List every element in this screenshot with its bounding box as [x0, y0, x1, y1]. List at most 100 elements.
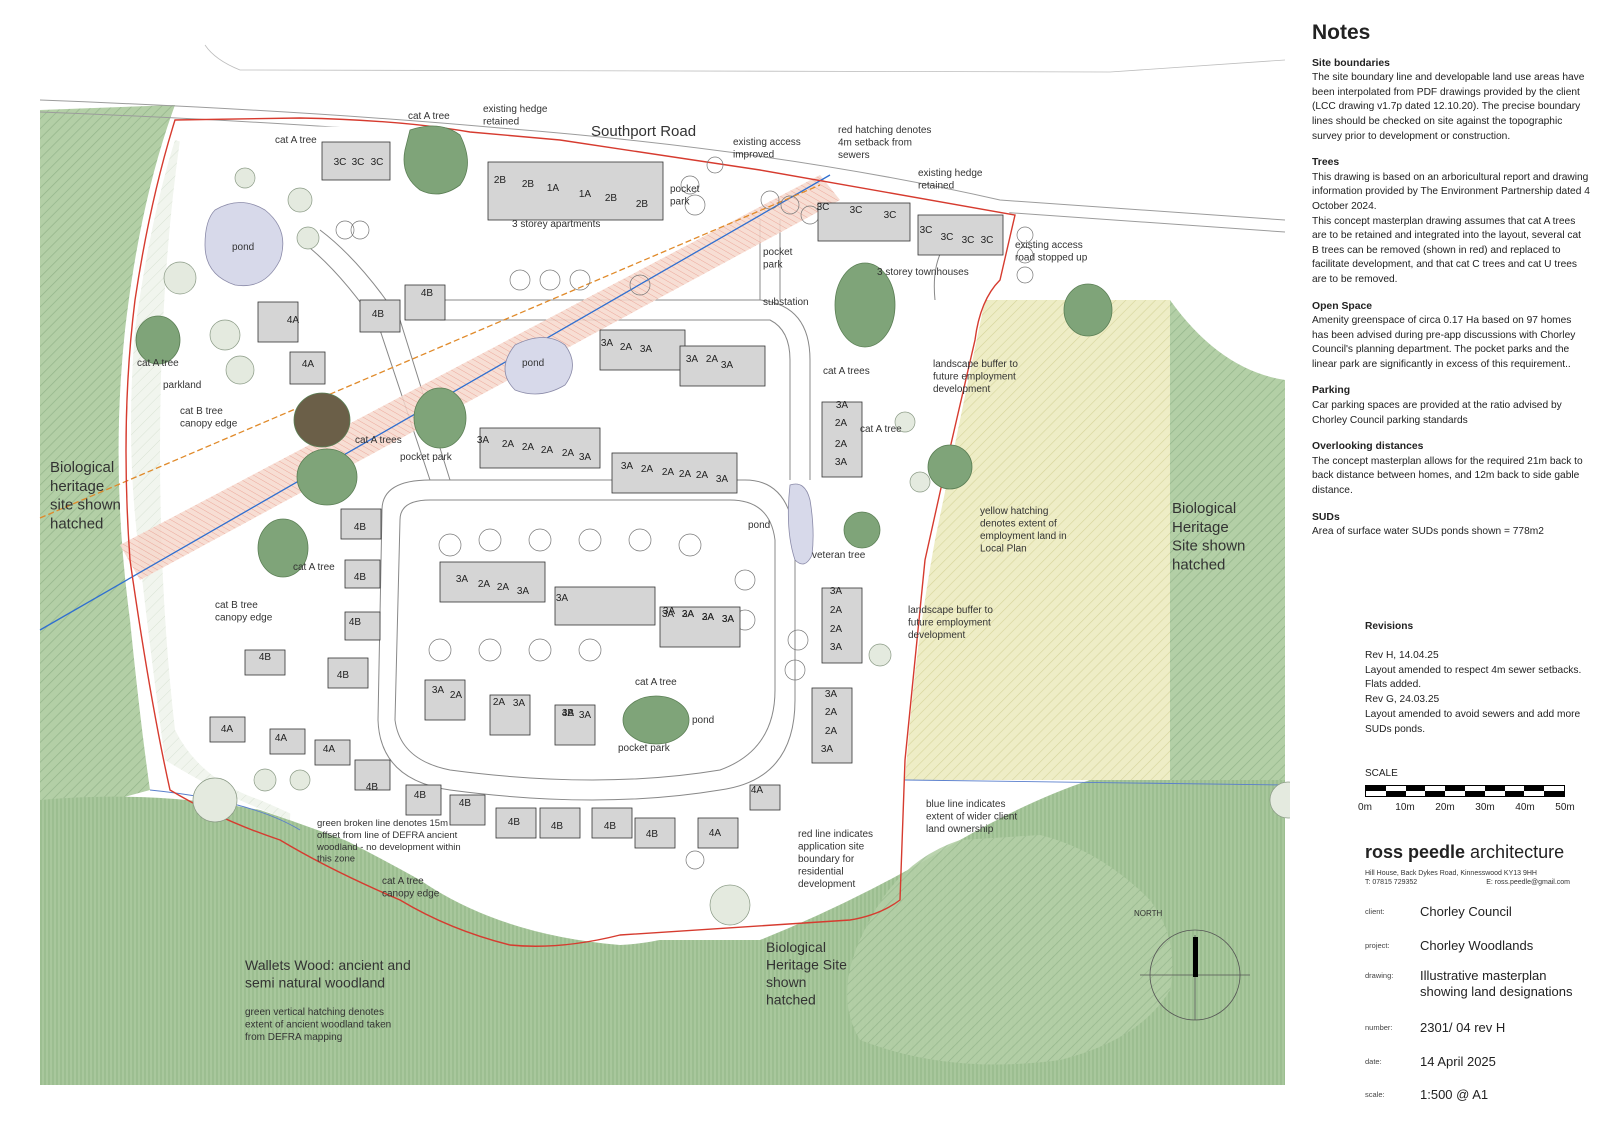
unit-type-label: 4B [372, 309, 385, 320]
title-block: ross peedle architecture Hill House, Bac… [1365, 842, 1595, 1102]
map-label-veteran-tree: veteran tree [812, 550, 866, 561]
building-block [489, 694, 531, 736]
unit-type-label: 2A [641, 464, 654, 475]
notes-section-heading: Trees [1312, 157, 1340, 169]
firm-name-bold: ross peedle [1365, 842, 1466, 862]
unit-type-label: 3A [722, 614, 735, 625]
notes-section-body: The concept masterplan allows for the re… [1312, 455, 1583, 497]
notes-section-body: Amenity greenspace of circa 0.17 Ha base… [1312, 315, 1576, 370]
building-block [354, 759, 391, 791]
unit-type-label: 2A [702, 612, 715, 623]
unit-type-label: 3A [830, 586, 843, 597]
building-block [749, 784, 781, 811]
building-block [817, 202, 911, 242]
unit-type-label: 3A [556, 593, 569, 604]
title-block-row: project:Chorley Woodlands [1365, 938, 1595, 954]
map-label-north: NORTH [1134, 909, 1163, 918]
building-block [495, 807, 537, 839]
unit-type-label: 4B [366, 782, 379, 793]
scale-segment [1366, 786, 1386, 796]
notes-section-body: The site boundary line and developable l… [1312, 72, 1585, 142]
map-label-cat-a-trees-1: cat A trees [355, 435, 402, 446]
unit-type-label: 2B [636, 199, 649, 210]
revision-entry: Layout amended to avoid sewers and add m… [1365, 708, 1581, 735]
revision-entry: Rev H, 14.04.25 [1365, 649, 1439, 661]
unit-type-label: 1A [547, 183, 560, 194]
unit-type-label: 2A [662, 467, 675, 478]
building-block [405, 784, 442, 816]
title-block-value: 14 April 2025 [1420, 1054, 1496, 1069]
title-block-key: scale: [1365, 1090, 1385, 1099]
building-block [344, 559, 381, 589]
building-block [269, 728, 306, 755]
unit-type-label: 2A [450, 690, 463, 701]
revisions-title: Revisions [1365, 621, 1414, 632]
unit-type-label: 3C [371, 157, 384, 168]
unit-type-label: 3C [941, 232, 954, 243]
map-label-cat-a-tree-2: cat A tree [408, 111, 450, 122]
unit-type-label: 4A [221, 724, 234, 735]
unit-type-label: 4B [551, 821, 564, 832]
building-block [424, 679, 466, 721]
unit-type-label: 2A [696, 470, 709, 481]
unit-type-label: 4A [275, 733, 288, 744]
scale-tick-label: 0m [1358, 802, 1372, 813]
firm-name-rest: architecture [1465, 842, 1565, 862]
map-label-substation: substation [763, 297, 809, 308]
unit-type-label: 2A [830, 605, 843, 616]
unit-type-label: 3A [517, 586, 530, 597]
unit-type-label: 3A [513, 698, 526, 709]
notes-section-body: Car parking spaces are provided at the r… [1312, 400, 1562, 426]
unit-type-label: 3A [601, 338, 614, 349]
site-boundary-red-line [125, 117, 1016, 947]
building-block [439, 561, 546, 603]
unit-type-label: 2A [835, 439, 848, 450]
unit-type-label: 4A [323, 744, 336, 755]
unit-type-label: 4A [302, 359, 315, 370]
scale-segment [1385, 786, 1406, 796]
biological-heritage-area-west [40, 105, 175, 820]
map-label-townhouses: 3 storey townhouses [877, 267, 969, 278]
north-arrow [1140, 929, 1250, 1021]
unit-type-label: 2A [825, 726, 838, 737]
unit-type-label: 3C [962, 235, 975, 246]
notes-section-heading: SUDs [1312, 511, 1340, 523]
unit-type-label: 2A [835, 418, 848, 429]
map-label-pocket-park-4: pocket park [618, 743, 671, 754]
map-label-cat-a-tree-3: cat A tree [137, 358, 179, 369]
building-block [554, 704, 596, 746]
building-block [611, 452, 738, 494]
building-block [599, 329, 686, 371]
scale-bar-graphic [1365, 785, 1565, 797]
unit-type-label: 4B [354, 522, 367, 533]
unit-type-label: 3C [850, 205, 863, 216]
notes-section-body: This drawing is based on an arboricultur… [1312, 171, 1590, 285]
building-block [359, 299, 401, 333]
map-label-cat-a-tree-1: cat A tree [275, 135, 317, 146]
building-block [679, 345, 766, 387]
title-block-row: number:2301/ 04 rev H [1365, 1020, 1595, 1036]
unit-type-label: 2B [494, 175, 507, 186]
unit-type-label: 4A [709, 828, 722, 839]
unit-type-label: 2A [682, 609, 695, 620]
unit-type-label: 3A [835, 457, 848, 468]
building-block [821, 587, 863, 664]
notes-section-heading: Open Space [1312, 300, 1373, 312]
map-label-cat-a-tree-4: cat A tree [860, 424, 902, 435]
unit-type-label: 3C [334, 157, 347, 168]
revision-entry: Layout amended to respect 4m sewer setba… [1365, 664, 1582, 691]
ownership-line [149, 779, 1286, 831]
scale-segment [1524, 786, 1545, 796]
